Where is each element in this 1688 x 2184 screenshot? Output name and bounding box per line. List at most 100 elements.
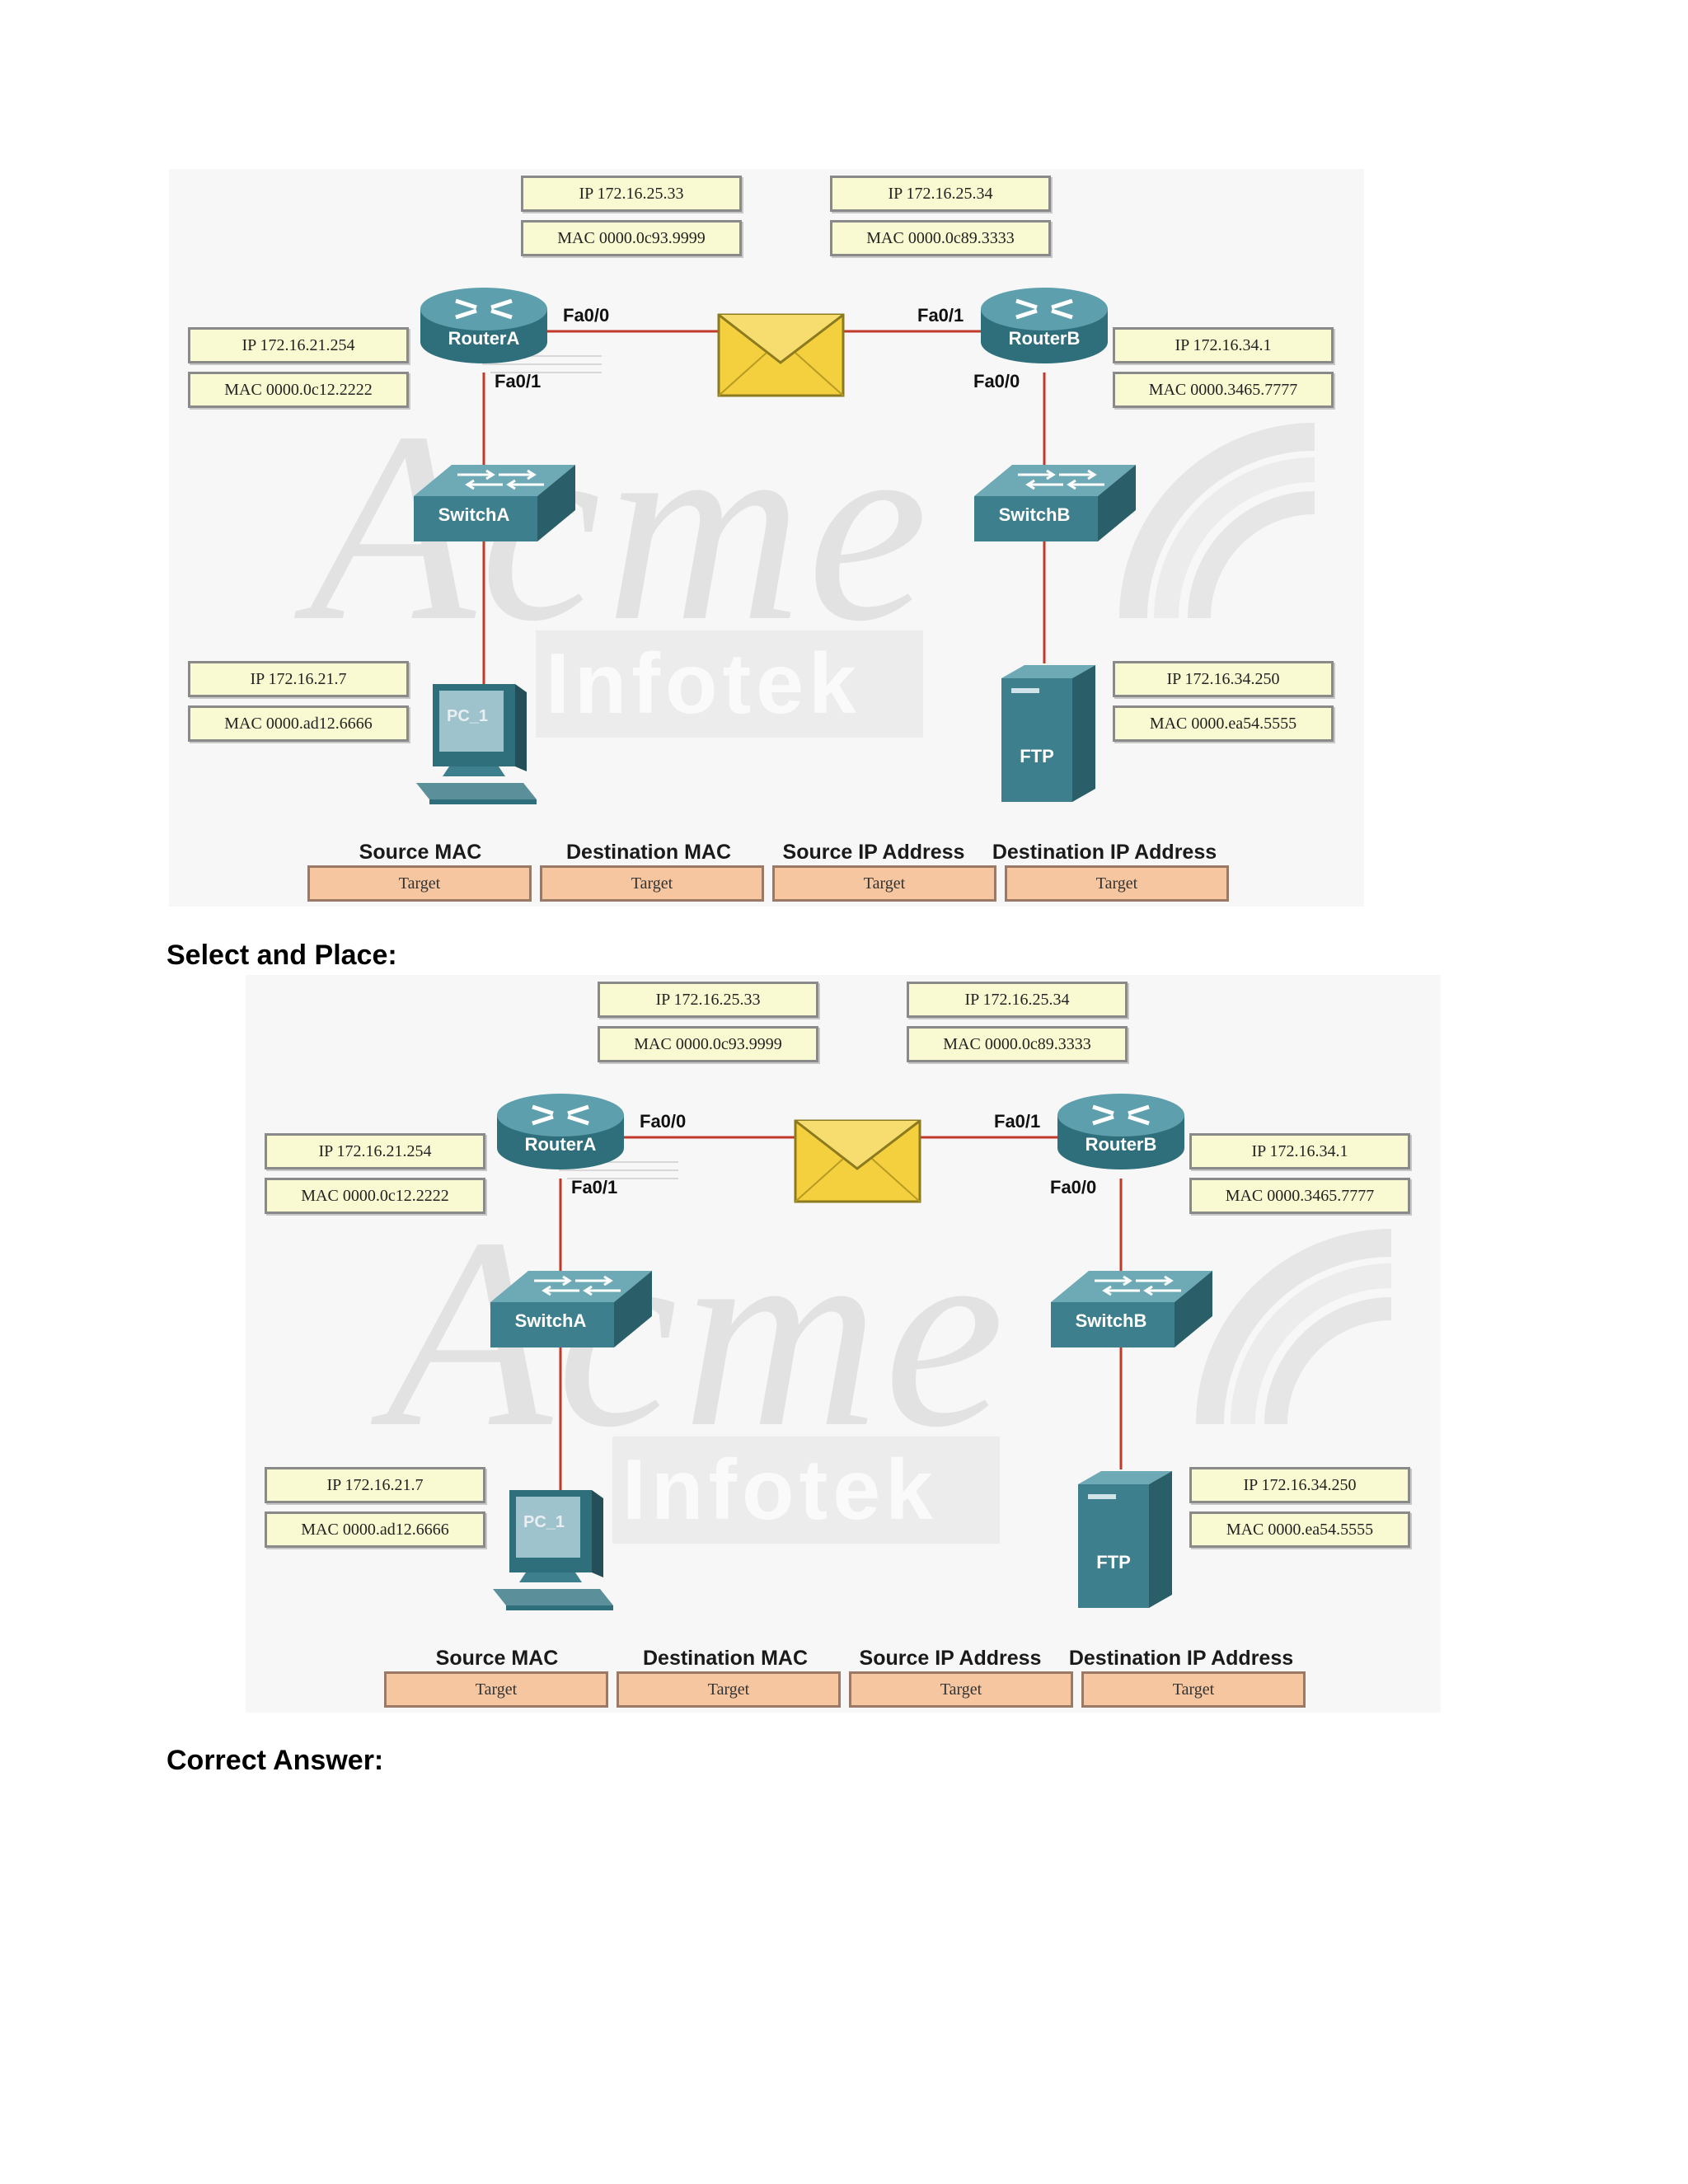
- pc1-ip-box: IP 172.16.21.7: [265, 1467, 485, 1503]
- ftp-mac-box: MAC 0000.ea54.5555: [1113, 705, 1334, 742]
- pc1-label: PC_1: [523, 1513, 565, 1531]
- switchA-label: SwitchA: [514, 1310, 587, 1331]
- column-source-ip: Source IP Address: [782, 841, 965, 864]
- pc1-ip-box: IP 172.16.21.7: [188, 661, 409, 697]
- router-icon: [981, 288, 1108, 363]
- routerA-fa01-mac-box: MAC 0000.0c12.2222: [188, 372, 409, 408]
- routerB-fa00-ip-box: IP 172.16.34.1: [1189, 1133, 1410, 1169]
- routerB-fa01-mac-box: MAC 0000.0c89.3333: [830, 220, 1051, 256]
- switchA: SwitchA: [412, 463, 577, 544]
- routerB: RouterB: [1056, 1086, 1186, 1177]
- switchB-label: SwitchB: [1075, 1310, 1147, 1331]
- target-source-mac[interactable]: Target: [307, 865, 532, 902]
- routerB-label: RouterB: [1008, 328, 1081, 349]
- routerA-port-fa01: Fa0/1: [571, 1177, 618, 1197]
- watermark-infotek: Infotek: [622, 1442, 938, 1538]
- envelope-icon: [717, 313, 845, 397]
- pc1-mac-box: MAC 0000.ad12.6666: [188, 705, 409, 742]
- routerB-label: RouterB: [1085, 1134, 1157, 1155]
- server-icon: [1078, 1471, 1172, 1608]
- column-destination-mac: Destination MAC: [566, 841, 731, 864]
- pc1-mac-box: MAC 0000.ad12.6666: [265, 1511, 485, 1548]
- watermark-acme: Acme: [386, 1183, 1010, 1483]
- column-destination-ip: Destination IP Address: [1068, 1647, 1294, 1670]
- routerA-label: RouterA: [448, 328, 520, 349]
- envelope-icon: [794, 1119, 921, 1203]
- routerA-fa01-ip-box: IP 172.16.21.254: [265, 1133, 485, 1169]
- pc1: PC_1: [416, 684, 540, 808]
- switchB-label: SwitchB: [998, 504, 1071, 525]
- routerB-fa00-ip-box: IP 172.16.34.1: [1113, 327, 1334, 363]
- ftp-mac-box: MAC 0000.ea54.5555: [1189, 1511, 1410, 1548]
- switch-icon: [414, 465, 575, 541]
- column-destination-mac: Destination MAC: [643, 1647, 808, 1670]
- target-destination-mac[interactable]: Target: [617, 1671, 841, 1708]
- target-source-ip[interactable]: Target: [849, 1671, 1073, 1708]
- routerA-port-fa00: Fa0/0: [640, 1111, 687, 1132]
- network-links: [474, 330, 1046, 733]
- ftp-ip-box: IP 172.16.34.250: [1189, 1467, 1410, 1503]
- computer-icon: [493, 1490, 613, 1610]
- ftp-label: FTP: [1096, 1552, 1131, 1572]
- router-icon: [1057, 1094, 1184, 1169]
- routerB-port-fa01: Fa0/1: [994, 1111, 1041, 1132]
- column-source-ip: Source IP Address: [859, 1647, 1042, 1670]
- routerB-port-fa00: Fa0/0: [1050, 1177, 1097, 1197]
- routerB-fa01-ip-box: IP 172.16.25.34: [907, 982, 1128, 1018]
- switchA-label: SwitchA: [438, 504, 510, 525]
- server-icon: [1001, 665, 1095, 802]
- switchB: SwitchB: [973, 463, 1137, 544]
- watermark-acme: Acme: [309, 377, 933, 677]
- routerB-port-fa00: Fa0/0: [973, 371, 1020, 391]
- target-destination-ip[interactable]: Target: [1081, 1671, 1306, 1708]
- switchA: SwitchA: [489, 1269, 654, 1350]
- select-and-place-label: Select and Place:: [166, 940, 397, 971]
- pc1: PC_1: [493, 1490, 617, 1614]
- routerB-fa00-mac-box: MAC 0000.3465.7777: [1113, 372, 1334, 408]
- routerA: RouterA: [495, 1086, 626, 1177]
- routerA-port-fa01: Fa0/1: [495, 371, 542, 391]
- computer-icon: [416, 684, 537, 804]
- router-icon: [497, 1094, 624, 1169]
- ftp-label: FTP: [1020, 746, 1054, 766]
- routerB-port-fa01: Fa0/1: [917, 305, 964, 326]
- ftp-server: FTP: [1076, 1469, 1175, 1610]
- routerB-fa00-mac-box: MAC 0000.3465.7777: [1189, 1178, 1410, 1214]
- target-source-ip[interactable]: Target: [772, 865, 996, 902]
- routerA-fa00-ip-box: IP 172.16.25.33: [521, 176, 742, 212]
- switch-icon: [490, 1271, 652, 1347]
- column-source-mac: Source MAC: [435, 1647, 559, 1670]
- column-destination-ip: Destination IP Address: [992, 841, 1217, 864]
- routerB-fa01-mac-box: MAC 0000.0c89.3333: [907, 1026, 1128, 1062]
- network-diagram-2: Acme Infotek IP 172.16.25.33 MAC 0000.0c…: [246, 975, 1441, 1713]
- pc1-label: PC_1: [446, 707, 489, 725]
- routerA-fa00-mac-box: MAC 0000.0c93.9999: [521, 220, 742, 256]
- column-source-mac: Source MAC: [359, 841, 482, 864]
- switch-icon: [1051, 1271, 1212, 1347]
- watermark-infotek: Infotek: [546, 636, 861, 732]
- routerB: RouterB: [979, 280, 1109, 371]
- network-links: [551, 1136, 1123, 1540]
- switchB: SwitchB: [1049, 1269, 1214, 1350]
- ftp-ip-box: IP 172.16.34.250: [1113, 661, 1334, 697]
- target-destination-ip[interactable]: Target: [1005, 865, 1229, 902]
- ftp-server: FTP: [1000, 663, 1099, 804]
- routerA-fa00-ip-box: IP 172.16.25.33: [598, 982, 818, 1018]
- routerB-fa01-ip-box: IP 172.16.25.34: [830, 176, 1051, 212]
- watermark-wifi-icon: [1196, 1229, 1392, 1425]
- routerA-port-fa00: Fa0/0: [563, 305, 610, 326]
- routerA-fa01-mac-box: MAC 0000.0c12.2222: [265, 1178, 485, 1214]
- watermark-infotek-box: Infotek: [536, 630, 923, 738]
- routerA-label: RouterA: [524, 1134, 597, 1155]
- target-destination-mac[interactable]: Target: [540, 865, 764, 902]
- routerA-fa01-ip-box: IP 172.16.21.254: [188, 327, 409, 363]
- watermark-wifi-icon: [1119, 423, 1315, 619]
- correct-answer-label: Correct Answer:: [166, 1745, 384, 1776]
- switch-icon: [974, 465, 1136, 541]
- routerA: RouterA: [419, 280, 549, 371]
- watermark-infotek-box: Infotek: [612, 1436, 1000, 1544]
- routerA-fa00-mac-box: MAC 0000.0c93.9999: [598, 1026, 818, 1062]
- target-source-mac[interactable]: Target: [384, 1671, 608, 1708]
- network-diagram-1: Acme Infotek IP 172.16.25.33 MAC 0000.0c…: [169, 169, 1364, 907]
- router-icon: [420, 288, 547, 363]
